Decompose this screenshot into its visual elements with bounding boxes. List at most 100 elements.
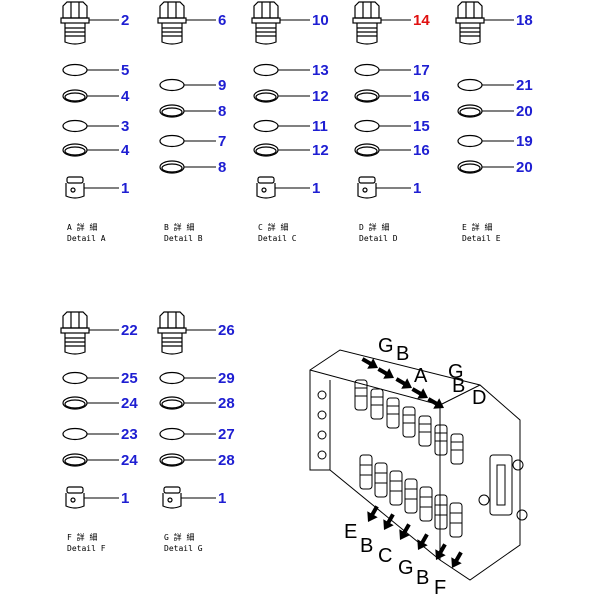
callout-g-5: 1 <box>218 490 226 507</box>
o-ring <box>62 119 88 133</box>
detail-caption-jp: D 詳 細 <box>359 222 389 232</box>
detail-caption-jp: C 詳 細 <box>258 222 288 232</box>
poppet-head <box>257 176 275 184</box>
port <box>317 390 327 400</box>
detail-caption-en: Detail E <box>462 234 501 243</box>
backup-ring <box>62 143 88 157</box>
pointer-arrow <box>435 543 447 560</box>
letter-bottom-2: C <box>378 545 392 567</box>
callout-c-1: 13 <box>312 62 329 79</box>
detail-caption-jp: E 詳 細 <box>462 222 492 232</box>
end-plate <box>489 454 513 516</box>
cartridge-cap <box>159 1 185 19</box>
cartridge-flange <box>251 17 281 24</box>
spool-top <box>386 397 400 429</box>
cartridge-body <box>64 333 86 355</box>
cartridge-cap <box>62 311 88 329</box>
callout-e-0: 18 <box>516 12 533 29</box>
callout-d-0: 14 <box>413 12 430 29</box>
poppet-head <box>358 176 376 184</box>
spool-top <box>434 424 448 456</box>
poppet-body <box>162 493 182 509</box>
spool-top <box>450 433 464 465</box>
letter-top-0: G <box>378 335 394 357</box>
detail-caption-jp: F 詳 細 <box>67 532 97 542</box>
callout-a-1: 5 <box>121 62 129 79</box>
callout-a-4: 4 <box>121 142 130 159</box>
cartridge-cap <box>457 1 483 19</box>
o-ring <box>62 63 88 77</box>
callout-e-2: 20 <box>516 103 533 120</box>
callout-c-2: 12 <box>312 88 329 105</box>
cartridge-flange <box>352 17 382 24</box>
cartridge-body <box>64 23 86 45</box>
callout-g-0: 26 <box>218 322 235 339</box>
callout-f-3: 23 <box>121 426 138 443</box>
poppet-head <box>66 486 84 494</box>
o-ring <box>253 119 279 133</box>
backup-ring <box>159 160 185 174</box>
backup-ring <box>159 104 185 118</box>
port <box>317 450 327 460</box>
callout-f-5: 1 <box>121 490 129 507</box>
poppet-body <box>65 183 85 199</box>
pointer-arrow <box>361 357 378 369</box>
callout-e-4: 20 <box>516 159 533 176</box>
callout-f-1: 25 <box>121 370 138 387</box>
callout-f-4: 24 <box>121 452 138 469</box>
port <box>317 410 327 420</box>
spool-bottom <box>389 470 403 506</box>
letter-top-2: A <box>414 365 428 387</box>
letter-bottom-3: G <box>398 557 414 579</box>
spool-bottom <box>449 502 463 538</box>
backup-ring <box>457 160 483 174</box>
cartridge-body <box>356 23 378 45</box>
letter-top-1: B <box>396 343 409 365</box>
o-ring <box>253 63 279 77</box>
o-ring <box>159 371 185 385</box>
callout-a-5: 1 <box>121 180 129 197</box>
letter-bottom-5: F <box>434 577 446 599</box>
callout-g-4: 28 <box>218 452 235 469</box>
detail-caption-en: Detail F <box>67 544 106 553</box>
detail-caption-jp: G 詳 細 <box>164 532 194 542</box>
callout-g-1: 29 <box>218 370 235 387</box>
valve-block <box>309 349 521 581</box>
callout-d-4: 16 <box>413 142 430 159</box>
callout-d-1: 17 <box>413 62 430 79</box>
spool-top <box>354 379 368 411</box>
cartridge-body <box>459 23 481 45</box>
callout-b-1: 9 <box>218 77 226 94</box>
callout-e-3: 19 <box>516 133 533 150</box>
letter-top-3: G <box>448 361 464 383</box>
callout-a-0: 2 <box>121 12 129 29</box>
detail-caption-jp: A 詳 細 <box>67 222 97 232</box>
cartridge-body <box>255 23 277 45</box>
callout-g-2: 28 <box>218 395 235 412</box>
callout-d-3: 15 <box>413 118 430 135</box>
backup-ring <box>253 89 279 103</box>
poppet-body <box>357 183 377 199</box>
pointer-arrow <box>417 533 429 550</box>
callout-a-3: 3 <box>121 118 129 135</box>
cartridge-cap <box>62 1 88 19</box>
callout-c-3: 11 <box>312 118 328 135</box>
backup-ring <box>62 396 88 410</box>
pointer-arrow <box>367 505 379 522</box>
callout-f-0: 22 <box>121 322 138 339</box>
backup-ring <box>354 89 380 103</box>
o-ring <box>159 427 185 441</box>
o-ring <box>62 427 88 441</box>
spool-top <box>418 415 432 447</box>
callout-g-3: 27 <box>218 426 235 443</box>
spool-bottom <box>404 478 418 514</box>
backup-ring <box>354 143 380 157</box>
callout-c-0: 10 <box>312 12 329 29</box>
cartridge-flange <box>60 327 90 334</box>
spool-top <box>402 406 416 438</box>
